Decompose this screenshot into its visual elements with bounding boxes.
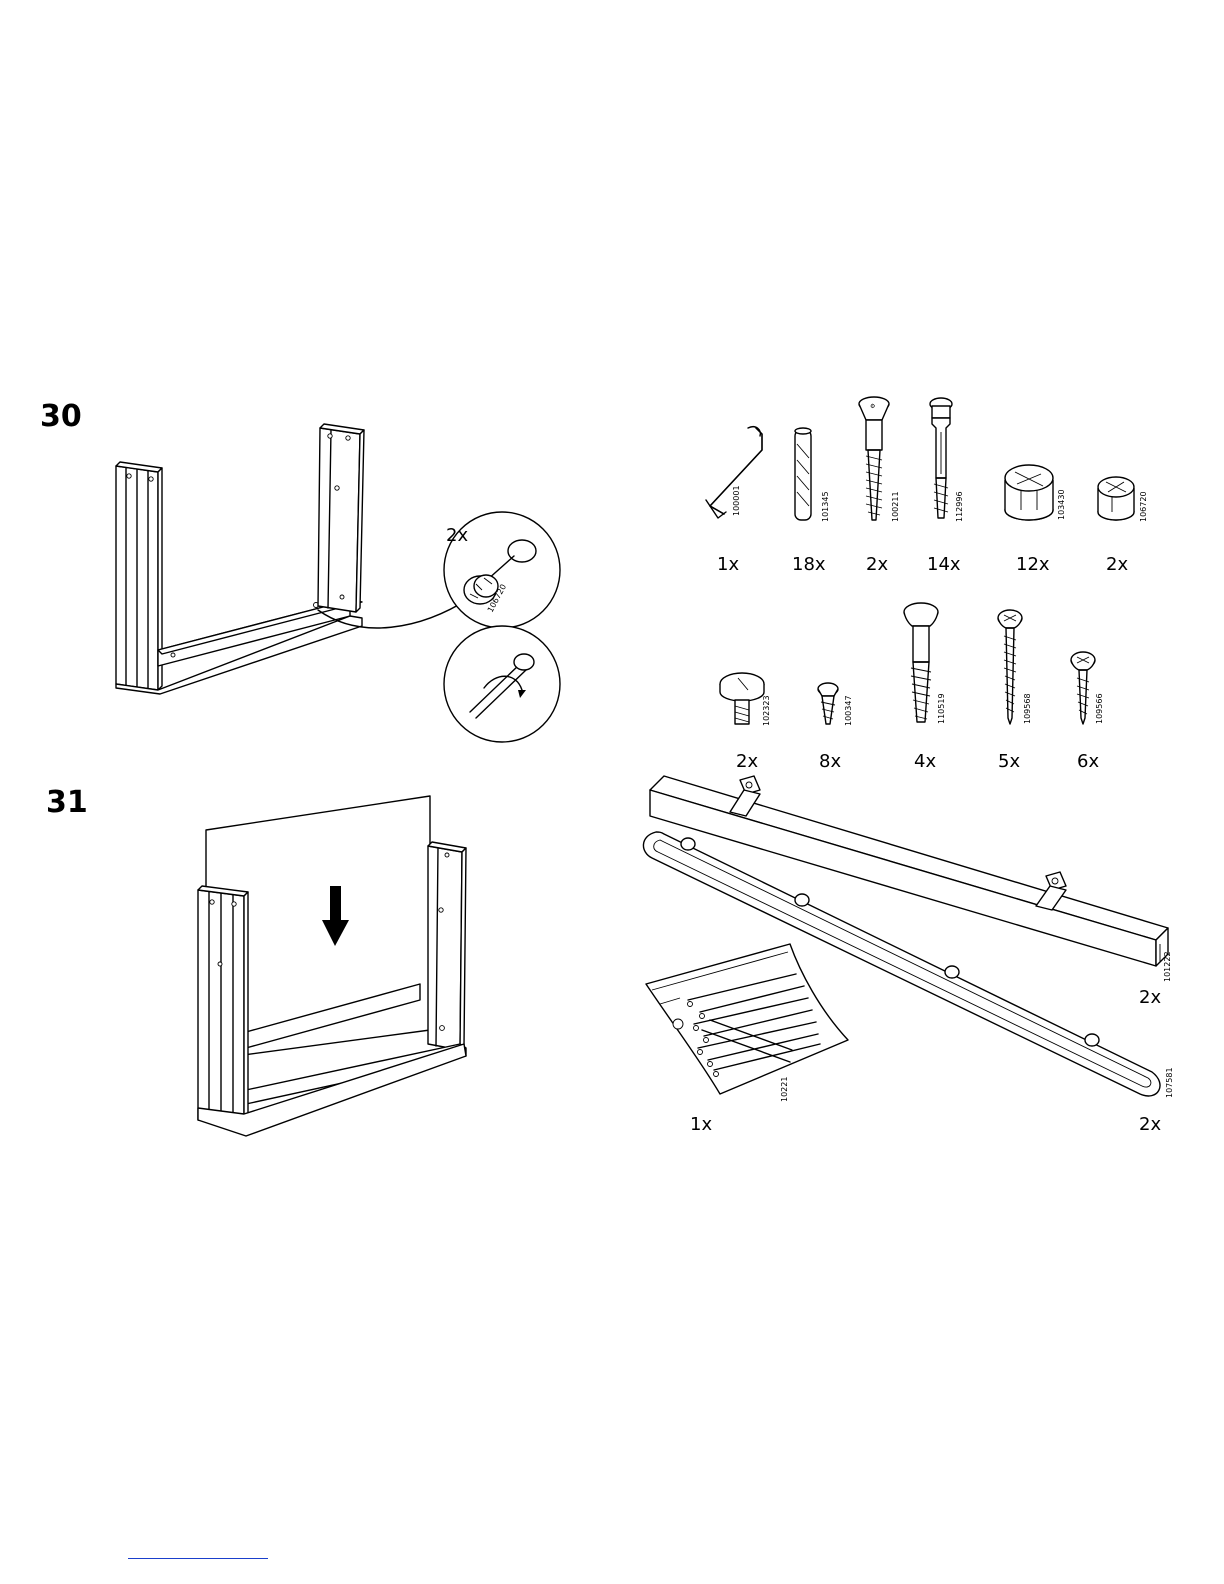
part-qty-109568: 5x (998, 751, 1020, 772)
small-cam-lock-icon (1098, 477, 1134, 520)
step-31-back-panel-illustration (198, 796, 466, 1136)
part-code-103430: 103430 (1057, 489, 1066, 520)
part-code-100001: 100001 (732, 485, 741, 516)
step-number-31: 31 (46, 785, 88, 820)
part-qty-100347: 8x (819, 751, 841, 772)
part-qty-107581: 2x (1139, 1114, 1161, 1135)
part-qty-102323: 2x (736, 751, 758, 772)
part-qty-112996: 14x (927, 554, 961, 575)
part-qty-10221: 1x (690, 1114, 712, 1135)
parts-row-top: 100001 1x 101345 18x ⚙ 100211 2x (706, 397, 1148, 575)
long-bolt-icon (904, 603, 938, 722)
part-code-10221: 10221 (780, 1077, 789, 1102)
wood-screw-icon (1071, 652, 1095, 724)
short-screw-icon (818, 683, 838, 724)
part-code-112996: 112996 (955, 491, 964, 522)
part-qty-100211: 2x (866, 554, 888, 575)
part-code-100211: 100211 (891, 491, 900, 522)
part-qty-109566: 6x (1077, 751, 1099, 772)
cam-bolt-icon (930, 398, 952, 518)
svg-text:⚙: ⚙ (870, 403, 875, 410)
part-qty-106720: 2x (1106, 554, 1128, 575)
wooden-dowel-icon (795, 428, 811, 520)
part-qty-110519: 4x (914, 751, 936, 772)
callout-turn-key (444, 626, 560, 742)
part-code-107581: 107581 (1165, 1067, 1174, 1098)
part-code-106720: 106720 (1139, 491, 1148, 522)
part-code-101222: 101222 (1163, 951, 1172, 982)
part-qty-101345: 18x (792, 554, 826, 575)
nail-bag-icon (646, 944, 848, 1094)
part-qty-100001: 1x (717, 554, 739, 575)
part-code-109566: 109566 (1095, 693, 1104, 724)
step-number-30: 30 (40, 399, 82, 434)
long-wood-screw-icon (998, 610, 1022, 724)
step-30-frame-illustration (116, 424, 470, 694)
part-code-102323: 102323 (762, 695, 771, 726)
parts-row-middle: 102323 2x 100347 8x 110519 4x (720, 603, 1104, 772)
part-code-110519: 110519 (937, 693, 946, 724)
countersunk-screw-icon: ⚙ (859, 397, 889, 520)
part-qty-101222: 2x (1139, 987, 1161, 1008)
part-code-100347: 100347 (844, 695, 853, 726)
cam-lock-icon (1005, 465, 1053, 520)
part-code-101345: 101345 (821, 491, 830, 522)
parts-row-bottom: 101222 2x 107581 2x 10221 1x (643, 776, 1174, 1135)
part-code-109568: 109568 (1023, 693, 1032, 724)
footer-rule (128, 1558, 268, 1559)
callout-quantity: 2x (446, 525, 468, 546)
short-wide-screw-icon (720, 673, 764, 724)
part-qty-103430: 12x (1016, 554, 1050, 575)
